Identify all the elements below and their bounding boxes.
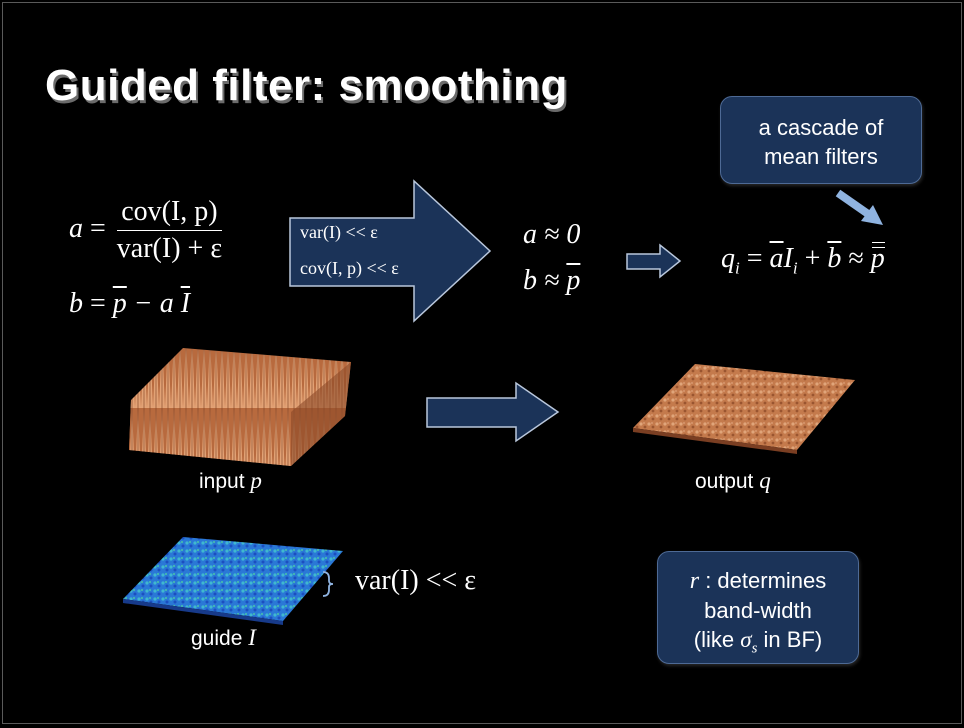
callout-radius-text3a: (like	[693, 627, 735, 652]
callout-radius-line3: (like σs in BF)	[658, 625, 858, 663]
input-label-text: input	[199, 470, 245, 493]
guide-surface	[123, 537, 343, 625]
formula-q-I: I	[783, 243, 793, 274]
formula-b-ibar: I	[180, 288, 191, 319]
callout-radius-line1: r : determines	[689, 568, 827, 594]
callout-radius-sigma-sub: s	[751, 640, 758, 657]
formula-q-I-sub: i	[792, 258, 798, 278]
callout-cascade: a cascade of mean filters	[720, 96, 922, 184]
guide-label-text: guide	[191, 627, 243, 650]
input-label: input p	[199, 468, 262, 494]
formula-a-denominator: var(I) + ε	[116, 233, 223, 264]
formula-b-pbar: p	[112, 288, 127, 319]
approx-b-pbar: p	[566, 265, 581, 296]
callout-radius-text1: determines	[717, 568, 827, 593]
formula-q-abar: a	[769, 243, 784, 274]
formula-a-lhs: a	[69, 212, 83, 244]
formula-q-sub: i	[735, 258, 740, 278]
callout-radius-symbol: r	[689, 568, 700, 594]
formula-a-numerator: cov(I, p)	[117, 196, 222, 231]
formula-b-lhs: b	[69, 288, 83, 319]
approx-b-lhs: b ≈	[523, 265, 560, 296]
input-label-var: p	[250, 468, 262, 493]
callout-radius-text3b: in BF)	[763, 627, 823, 652]
approx-a: a ≈ 0	[523, 219, 581, 250]
process-arrow	[426, 381, 560, 443]
callout-pointer-arrow	[835, 189, 883, 225]
guide-label-var: I	[248, 625, 256, 650]
formula-a-fraction: cov(I, p) var(I) + ε	[113, 196, 226, 265]
guide-label: guide I	[191, 625, 256, 651]
input-surface	[129, 348, 351, 466]
formula-b: b = p − a I	[69, 288, 191, 319]
formula-q-pbarbar: p	[870, 242, 885, 275]
callout-radius: r : determines band-width (like σs in BF…	[657, 551, 859, 664]
condition-cov: cov(I, p) << ε	[300, 258, 399, 278]
small-arrow	[626, 243, 682, 279]
formula-q-bbar: b	[827, 243, 842, 274]
callout-radius-line2: band-width	[704, 598, 812, 623]
formula-b-minus-a: − a	[133, 288, 174, 319]
callout-radius-sigma: σ	[740, 627, 752, 652]
guide-condition: var(I) << ε	[355, 565, 477, 596]
slide-title: Guided filter: smoothing	[45, 61, 568, 110]
output-label-var: q	[759, 468, 771, 493]
formula-q: qi = aIi + b ≈ p	[721, 242, 885, 279]
condition-var: var(I) << ε	[300, 222, 378, 242]
guide-brace-icon	[322, 571, 334, 597]
callout-cascade-line1: a cascade of	[758, 115, 884, 140]
big-arrow	[289, 179, 492, 323]
formula-q-lhs: q	[721, 243, 735, 274]
output-label: output q	[695, 468, 771, 494]
approx-b: b ≈ p	[523, 265, 580, 297]
callout-cascade-line2: mean filters	[764, 144, 878, 169]
output-label-text: output	[695, 470, 754, 493]
formula-q-eq: =	[739, 243, 770, 274]
formula-q-pbarbar-letter: p	[870, 243, 885, 274]
formula-a: a = cov(I, p) var(I) + ε	[69, 196, 226, 265]
formula-q-plus: +	[797, 243, 828, 274]
formula-q-approx: ≈	[841, 243, 871, 274]
output-surface	[633, 364, 855, 454]
